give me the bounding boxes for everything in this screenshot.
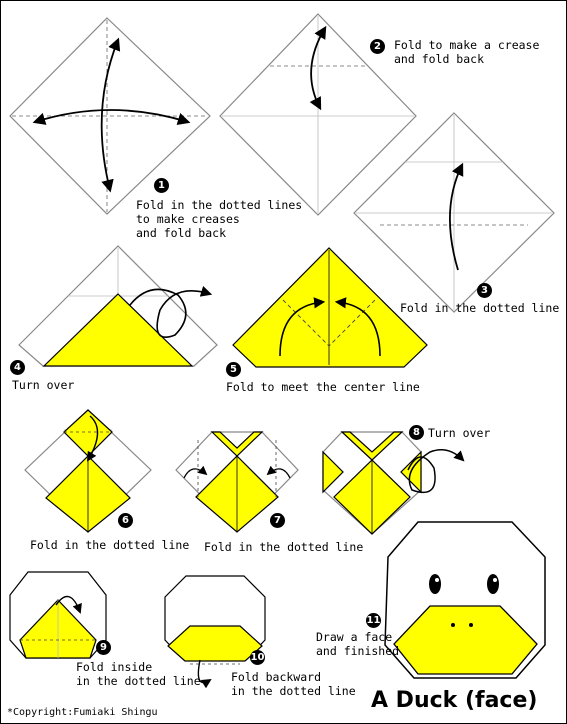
- step-2-figure: [219, 13, 417, 216]
- step-8-number: 8: [409, 425, 424, 440]
- step-4-caption: Turn over: [12, 378, 75, 392]
- step-8-caption: Turn over: [428, 426, 491, 440]
- step-1-figure: [9, 17, 211, 215]
- step-8-figure: [322, 431, 465, 535]
- step-1-number: 1: [154, 178, 169, 193]
- step-7-figure: [175, 431, 299, 533]
- step-11-number: 11: [366, 613, 381, 628]
- step-5-figure: [232, 247, 428, 368]
- step-11-figure: [384, 521, 546, 679]
- step-9-figure: [9, 571, 107, 659]
- step-10-number: 10: [250, 650, 265, 665]
- step-5-number: 5: [226, 362, 241, 377]
- step-6-number: 6: [118, 513, 133, 528]
- step-2-number: 2: [370, 39, 385, 54]
- step-4-number: 4: [10, 360, 25, 375]
- step-10-caption: Fold backward in the dotted line: [231, 670, 356, 698]
- step-7-caption: Fold in the dotted line: [204, 540, 364, 554]
- step-5-caption: Fold to meet the center line: [226, 380, 420, 394]
- step-4-figure: [18, 245, 218, 367]
- step-7-number: 7: [270, 513, 285, 528]
- step-9-caption: Fold inside in the dotted line: [76, 660, 201, 688]
- step-1-caption: Fold in the dotted lines to make creases…: [136, 198, 303, 240]
- step-2-caption: Fold to make a crease and fold back: [394, 38, 540, 66]
- step-3-caption: Fold in the dotted line: [400, 301, 560, 315]
- step-11-caption: Draw a face and finished: [316, 630, 400, 658]
- step-6-figure: [24, 409, 152, 533]
- step-3-figure: [353, 112, 555, 313]
- step-9-number: 9: [96, 640, 111, 655]
- copyright-notice: *Copyright:Fumiaki Shingu: [7, 707, 158, 718]
- step-3-number: 3: [477, 283, 492, 298]
- step-10-figure: [164, 575, 266, 689]
- diagram-title: A Duck (face): [371, 688, 538, 713]
- step-6-caption: Fold in the dotted line: [30, 538, 190, 552]
